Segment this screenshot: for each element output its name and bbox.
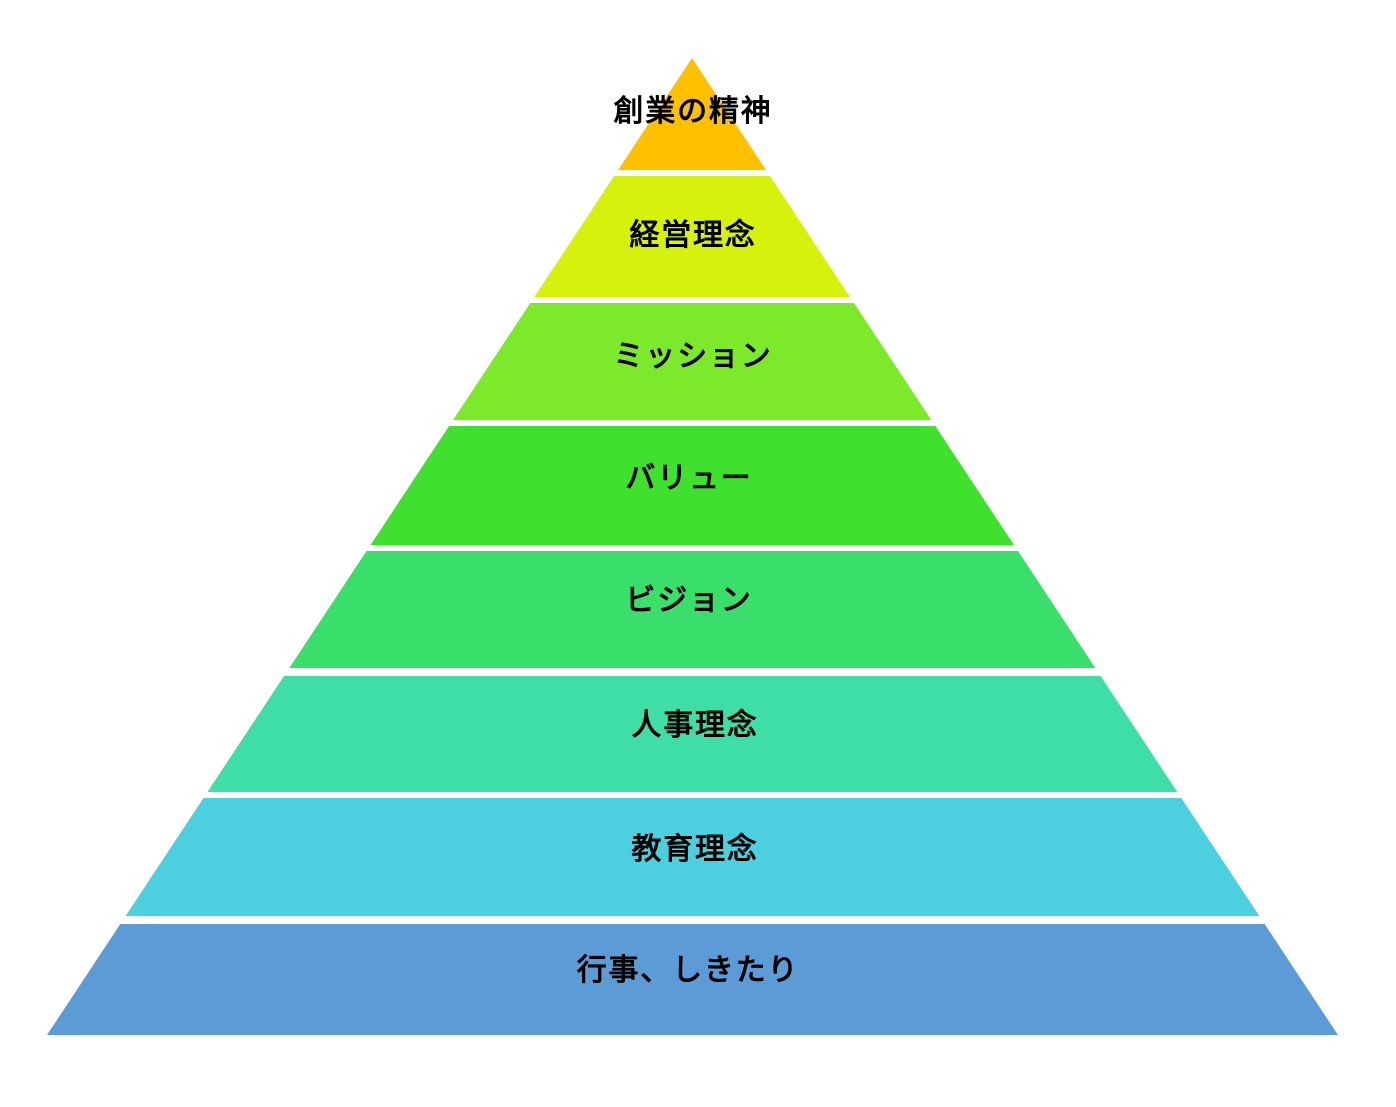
pyramid-tier-4[interactable]: [370, 426, 1015, 545]
pyramid-tier-2[interactable]: [534, 176, 851, 297]
pyramid-tier-3[interactable]: [453, 303, 932, 420]
pyramid-tier-5[interactable]: [289, 551, 1096, 668]
pyramid-tier-8[interactable]: [47, 924, 1338, 1035]
pyramid-tier-1[interactable]: [618, 58, 767, 170]
pyramid-tier-7[interactable]: [125, 798, 1260, 916]
pyramid-tier-6[interactable]: [207, 676, 1178, 792]
pyramid-tier-shapes: [47, 58, 1338, 1035]
